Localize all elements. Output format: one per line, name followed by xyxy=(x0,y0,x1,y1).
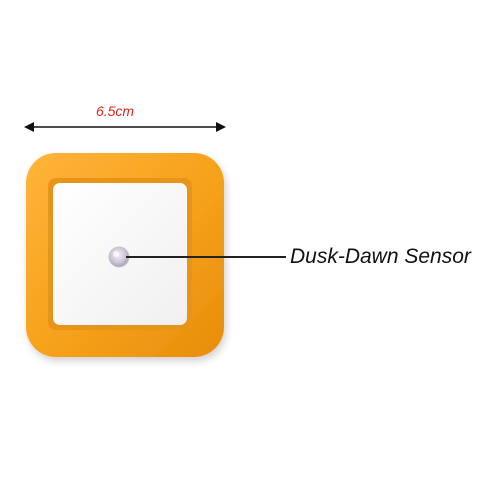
dimension-arrow xyxy=(24,122,226,132)
sensor-highlight xyxy=(113,251,119,257)
dimension-label: 6.5cm xyxy=(95,103,135,119)
callout-line xyxy=(126,256,286,258)
sensor-label: Dusk-Dawn Sensor xyxy=(290,245,471,268)
